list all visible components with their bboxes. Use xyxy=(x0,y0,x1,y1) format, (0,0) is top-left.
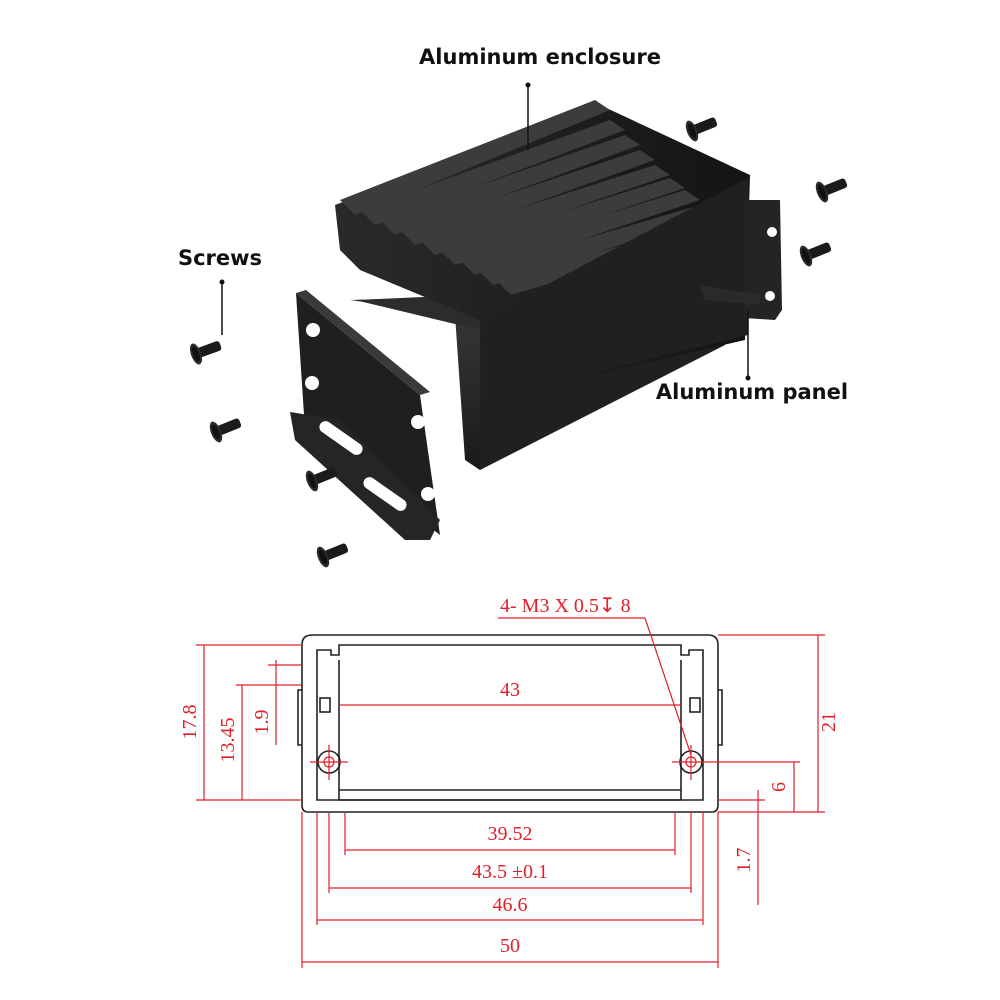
dim-21: 21 xyxy=(818,712,840,732)
dim-43: 43 xyxy=(500,679,520,701)
leader-lines xyxy=(219,82,751,381)
label-aluminum-panel: Aluminum panel xyxy=(656,380,848,404)
label-screws: Screws xyxy=(178,246,262,270)
label-aluminum-enclosure: Aluminum enclosure xyxy=(419,45,661,69)
profile-outline xyxy=(301,634,719,813)
dim-thread-spec: 4- M3 X 0.5↧ 8 xyxy=(500,595,631,617)
dim-1-7: 1.7 xyxy=(733,848,755,873)
dim-1-9: 1.9 xyxy=(251,710,273,735)
right-panel xyxy=(700,200,782,320)
front-panel xyxy=(290,290,440,540)
heatsink-fins xyxy=(335,100,750,400)
dim-50: 50 xyxy=(500,935,520,957)
dim-13-45: 13.45 xyxy=(217,718,239,763)
dimension-lines xyxy=(196,617,825,968)
dim-39-52: 39.52 xyxy=(488,823,533,845)
dim-6: 6 xyxy=(768,782,790,792)
dim-46-6: 46.6 xyxy=(493,894,528,916)
dim-17-8: 17.8 xyxy=(179,705,201,740)
cross-section-drawing xyxy=(297,634,723,813)
enclosure-illustration xyxy=(187,100,851,570)
dim-43-5: 43.5 ±0.1 xyxy=(472,861,548,883)
